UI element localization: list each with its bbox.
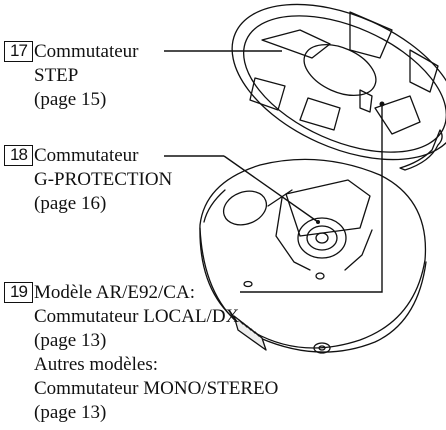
callout-local-dx-switch: 19 Modèle AR/E92/CA: Commutateur LOCAL/D… <box>4 282 278 423</box>
callout-line: (page 13) <box>34 330 107 351</box>
callout-number: 17 <box>4 41 33 62</box>
callout-line: (page 13) <box>34 402 107 423</box>
callout-line: Modèle AR/E92/CA: <box>34 282 195 303</box>
callout-line: (page 16) <box>34 193 107 214</box>
callout-line: Commutateur LOCAL/DX <box>34 306 240 327</box>
headphone-jack <box>313 342 331 354</box>
side-switch <box>233 315 267 351</box>
player-lid <box>231 3 446 161</box>
callout-number: 19 <box>4 282 33 303</box>
callout-line: Autres modèles: <box>34 354 159 375</box>
callout-line: G-PROTECTION <box>34 169 173 190</box>
player-base <box>199 158 427 353</box>
callout-line: STEP <box>34 65 79 86</box>
lid-hinge <box>399 129 443 171</box>
callout-step-switch: 17 Commutateur STEP (page 15) <box>4 41 138 110</box>
callout-g-protection-switch: 18 Commutateur G-PROTECTION (page 16) <box>4 145 172 214</box>
callout-line: Commutateur <box>34 145 139 166</box>
leader-line-19 <box>240 104 383 293</box>
callout-line: (page 15) <box>34 89 107 110</box>
callout-line: Commutateur MONO/STEREO <box>34 378 279 399</box>
callout-line: Commutateur <box>34 41 139 62</box>
callout-number: 18 <box>4 145 33 166</box>
